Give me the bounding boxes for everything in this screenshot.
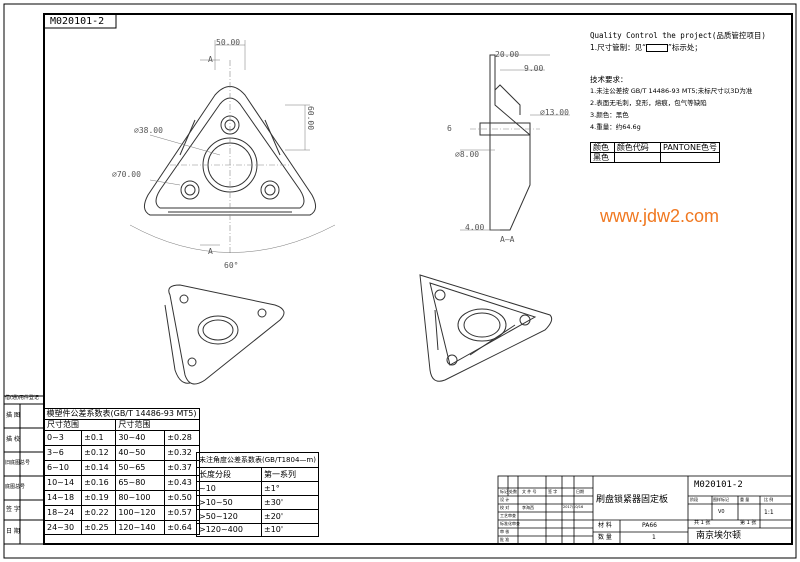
- right-head-1: 阶段: [690, 497, 698, 502]
- designer-name: 李海西: [522, 505, 534, 510]
- left-label-3: 旧底图总号: [5, 460, 31, 466]
- dim-6: 6: [447, 124, 452, 133]
- sign-head-5: 日期: [576, 489, 584, 494]
- tolerance-table: 模塑件公差系数表(GB/T 14486-93 MT5) 尺寸范围 尺寸范围 0~…: [43, 408, 200, 535]
- tech-item-3: 3.颜色：黑色: [590, 111, 629, 119]
- part-name: 刷盘锁紧器固定板: [596, 495, 669, 505]
- left-label-1: 描 图: [6, 412, 20, 419]
- dim-9: 9.00: [524, 64, 544, 73]
- tech-item-2: 2.表面无毛刺，变形，熔痕，包气等缺陷: [590, 99, 707, 107]
- qc-line1-tail: ”标示处；: [668, 43, 702, 52]
- version-value: V0: [718, 509, 725, 515]
- sign-head-3: 文 件 号: [522, 489, 537, 494]
- section-mark-a-bottom: A: [208, 247, 213, 256]
- dim-38: ⌀38.00: [134, 126, 163, 135]
- qc-heading: Quality Control the project(品质管控项目): [590, 31, 766, 40]
- tech-item-4: 4.重量：约64.6g: [590, 123, 641, 131]
- dim-20: 20.00: [495, 50, 520, 59]
- section-label: A—A: [500, 235, 515, 244]
- watermark: www.jdw2.com: [600, 206, 720, 226]
- title-drawing-number: M020101-2: [694, 480, 743, 490]
- material-value: PA66: [642, 522, 657, 529]
- sheet-number: 第 1 张: [740, 520, 757, 526]
- tech-heading: 技术要求：: [590, 75, 628, 84]
- sheet-total: 共 1 张: [694, 520, 711, 526]
- tech-item-1: 1.未注公差按 GB/T 14486-93 MT5;未标尺寸以3D为准: [590, 87, 753, 95]
- sign-head-2: 处数: [509, 489, 517, 494]
- tol-r4c2: ±0.16: [81, 475, 117, 491]
- isometric-view-right: [419, 274, 553, 382]
- dim-4: 4.00: [465, 223, 485, 232]
- sign-row-2: 校 对: [500, 505, 510, 510]
- left-label-5: 签 字: [6, 506, 20, 513]
- sign-row-3: 工艺审查: [500, 513, 516, 518]
- section-mark-a-top: A: [208, 55, 213, 64]
- dim-50: 50.00: [216, 38, 241, 47]
- tol-r7c2: ±0.25: [81, 520, 117, 535]
- angle-r4c1: >120~400: [196, 523, 262, 537]
- right-head-3: 重 量: [740, 497, 750, 502]
- qc-line1: 1.尺寸管制：见“ ”标示处；: [590, 44, 702, 52]
- left-top-label: 借(通)用件登记: [5, 395, 39, 401]
- color-table: 颜色 颜色代码 PANTONE色号 黑色: [590, 142, 720, 163]
- qty-label: 数 量: [598, 534, 612, 541]
- angle-table: 未注角度公差系数表(GB/T1804—m) 长度分段第一系列 ~10±1° >1…: [196, 452, 319, 537]
- isometric-view-left: [164, 284, 285, 385]
- dim-13: ⌀13.00: [540, 108, 569, 117]
- sign-row-5: 审 核: [500, 529, 510, 534]
- sign-row-1: 设 计: [500, 497, 510, 502]
- color-cell-empty-2: [660, 152, 720, 163]
- section-view: [460, 54, 570, 231]
- right-head-2: 图样标记: [713, 497, 729, 502]
- angle-r4c2: ±10': [261, 523, 319, 537]
- front-view: [129, 40, 336, 255]
- scale-value: 1:1: [764, 509, 774, 516]
- dim-angle-60: 60°: [224, 261, 239, 270]
- qc-box-icon: [646, 44, 669, 52]
- drawing-number-corner: M020101-2: [50, 16, 105, 27]
- left-label-4: 底图总号: [5, 484, 26, 490]
- tol-r7c1: 24~30: [43, 520, 83, 535]
- right-head-4: 比 例: [764, 497, 774, 502]
- dim-8: ⌀8.00: [455, 150, 480, 159]
- qty-value: 1: [652, 534, 656, 541]
- qc-line1-text: 1.尺寸管制：见“: [590, 43, 647, 52]
- sign-row-4: 标准化审查: [500, 521, 520, 526]
- tol-r7c4: ±0.64: [164, 520, 200, 535]
- left-label-6: 日 期: [6, 528, 20, 535]
- left-label-2: 描 校: [6, 436, 20, 443]
- sign-head-4: 签 字: [548, 489, 558, 494]
- sign-row-6: 批 准: [500, 537, 510, 542]
- material-label: 材 料: [598, 522, 612, 529]
- design-date: 2017/10/16: [563, 505, 584, 509]
- sign-head-1: 标记: [500, 489, 508, 494]
- company-name: 南京埃尔顿: [696, 531, 742, 541]
- color-cell-empty-1: [613, 152, 662, 163]
- dim-70: ⌀70.00: [112, 170, 141, 179]
